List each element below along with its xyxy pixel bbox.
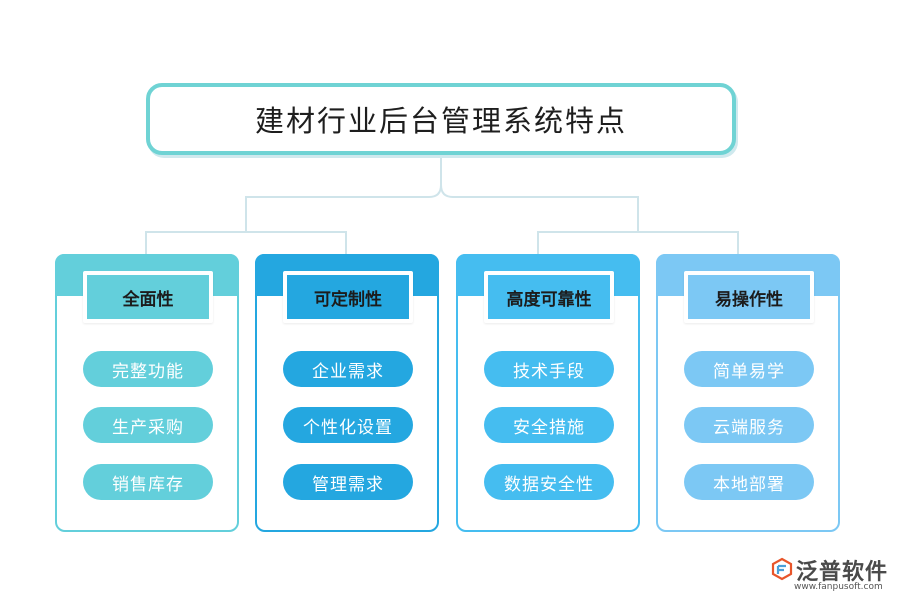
category-header: 可定制性 (283, 271, 413, 323)
category-card-customizable: 可定制性 企业需求 个性化设置 管理需求 (255, 254, 439, 532)
feature-item: 安全措施 (484, 407, 614, 443)
logo-name: 泛普软件 (796, 560, 889, 585)
category-label: 全面性 (87, 275, 209, 319)
category-header: 易操作性 (684, 271, 814, 323)
category-header: 高度可靠性 (484, 271, 614, 323)
category-label: 可定制性 (287, 275, 409, 319)
feature-item: 销售库存 (83, 464, 213, 500)
title-box: 建材行业后台管理系统特点 (146, 83, 736, 155)
diagram-title: 建材行业后台管理系统特点 (254, 104, 627, 138)
feature-item: 生产采购 (83, 407, 213, 443)
fanpu-logo-icon (771, 557, 793, 581)
feature-item: 数据安全性 (484, 464, 614, 500)
category-card-comprehensive: 全面性 完整功能 生产采购 销售库存 (55, 254, 239, 532)
feature-item: 简单易学 (684, 351, 814, 387)
category-label: 易操作性 (688, 275, 810, 319)
feature-item: 管理需求 (283, 464, 413, 500)
brand-logo: 泛普软件 www.fanpusoft.com (770, 553, 894, 597)
category-card-reliable: 高度可靠性 技术手段 安全措施 数据安全性 (456, 254, 640, 532)
feature-item: 云端服务 (684, 407, 814, 443)
category-header: 全面性 (83, 271, 213, 323)
category-label: 高度可靠性 (488, 275, 610, 319)
category-card-easy-to-use: 易操作性 简单易学 云端服务 本地部署 (656, 254, 840, 532)
feature-item: 本地部署 (684, 464, 814, 500)
feature-item: 完整功能 (83, 351, 213, 387)
feature-item: 技术手段 (484, 351, 614, 387)
logo-url: www.fanpusoft.com (794, 582, 883, 592)
feature-item: 个性化设置 (283, 407, 413, 443)
feature-item: 企业需求 (283, 351, 413, 387)
